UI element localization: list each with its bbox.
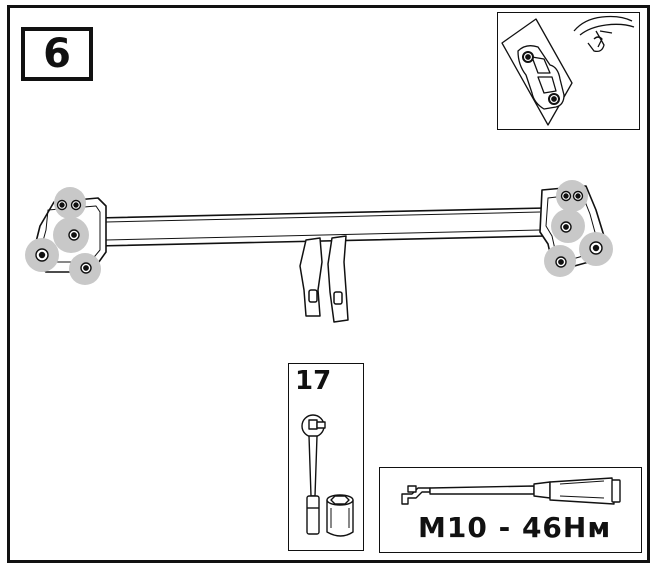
torque-spec-label: M10 - 46Нм [418, 511, 612, 544]
step-number: 6 [43, 31, 71, 77]
tool-box: 17 [288, 363, 364, 551]
torque-spec-box: M10 - 46Нм [379, 467, 642, 553]
car-mounting-location-icon [501, 15, 635, 126]
ball-mount-plates [299, 235, 349, 323]
crossbar [95, 207, 547, 247]
bolt-highlight [54, 187, 86, 219]
step-number-box: 6 [21, 27, 93, 81]
bolts-left [35, 199, 92, 274]
bolts-right [555, 190, 603, 268]
ratchet-socket-icon [301, 414, 354, 537]
bolt-highlight [556, 180, 588, 212]
socket-size-label: 17 [295, 366, 332, 396]
car-location-inset [497, 12, 640, 130]
torque-wrench-icon [401, 477, 621, 505]
